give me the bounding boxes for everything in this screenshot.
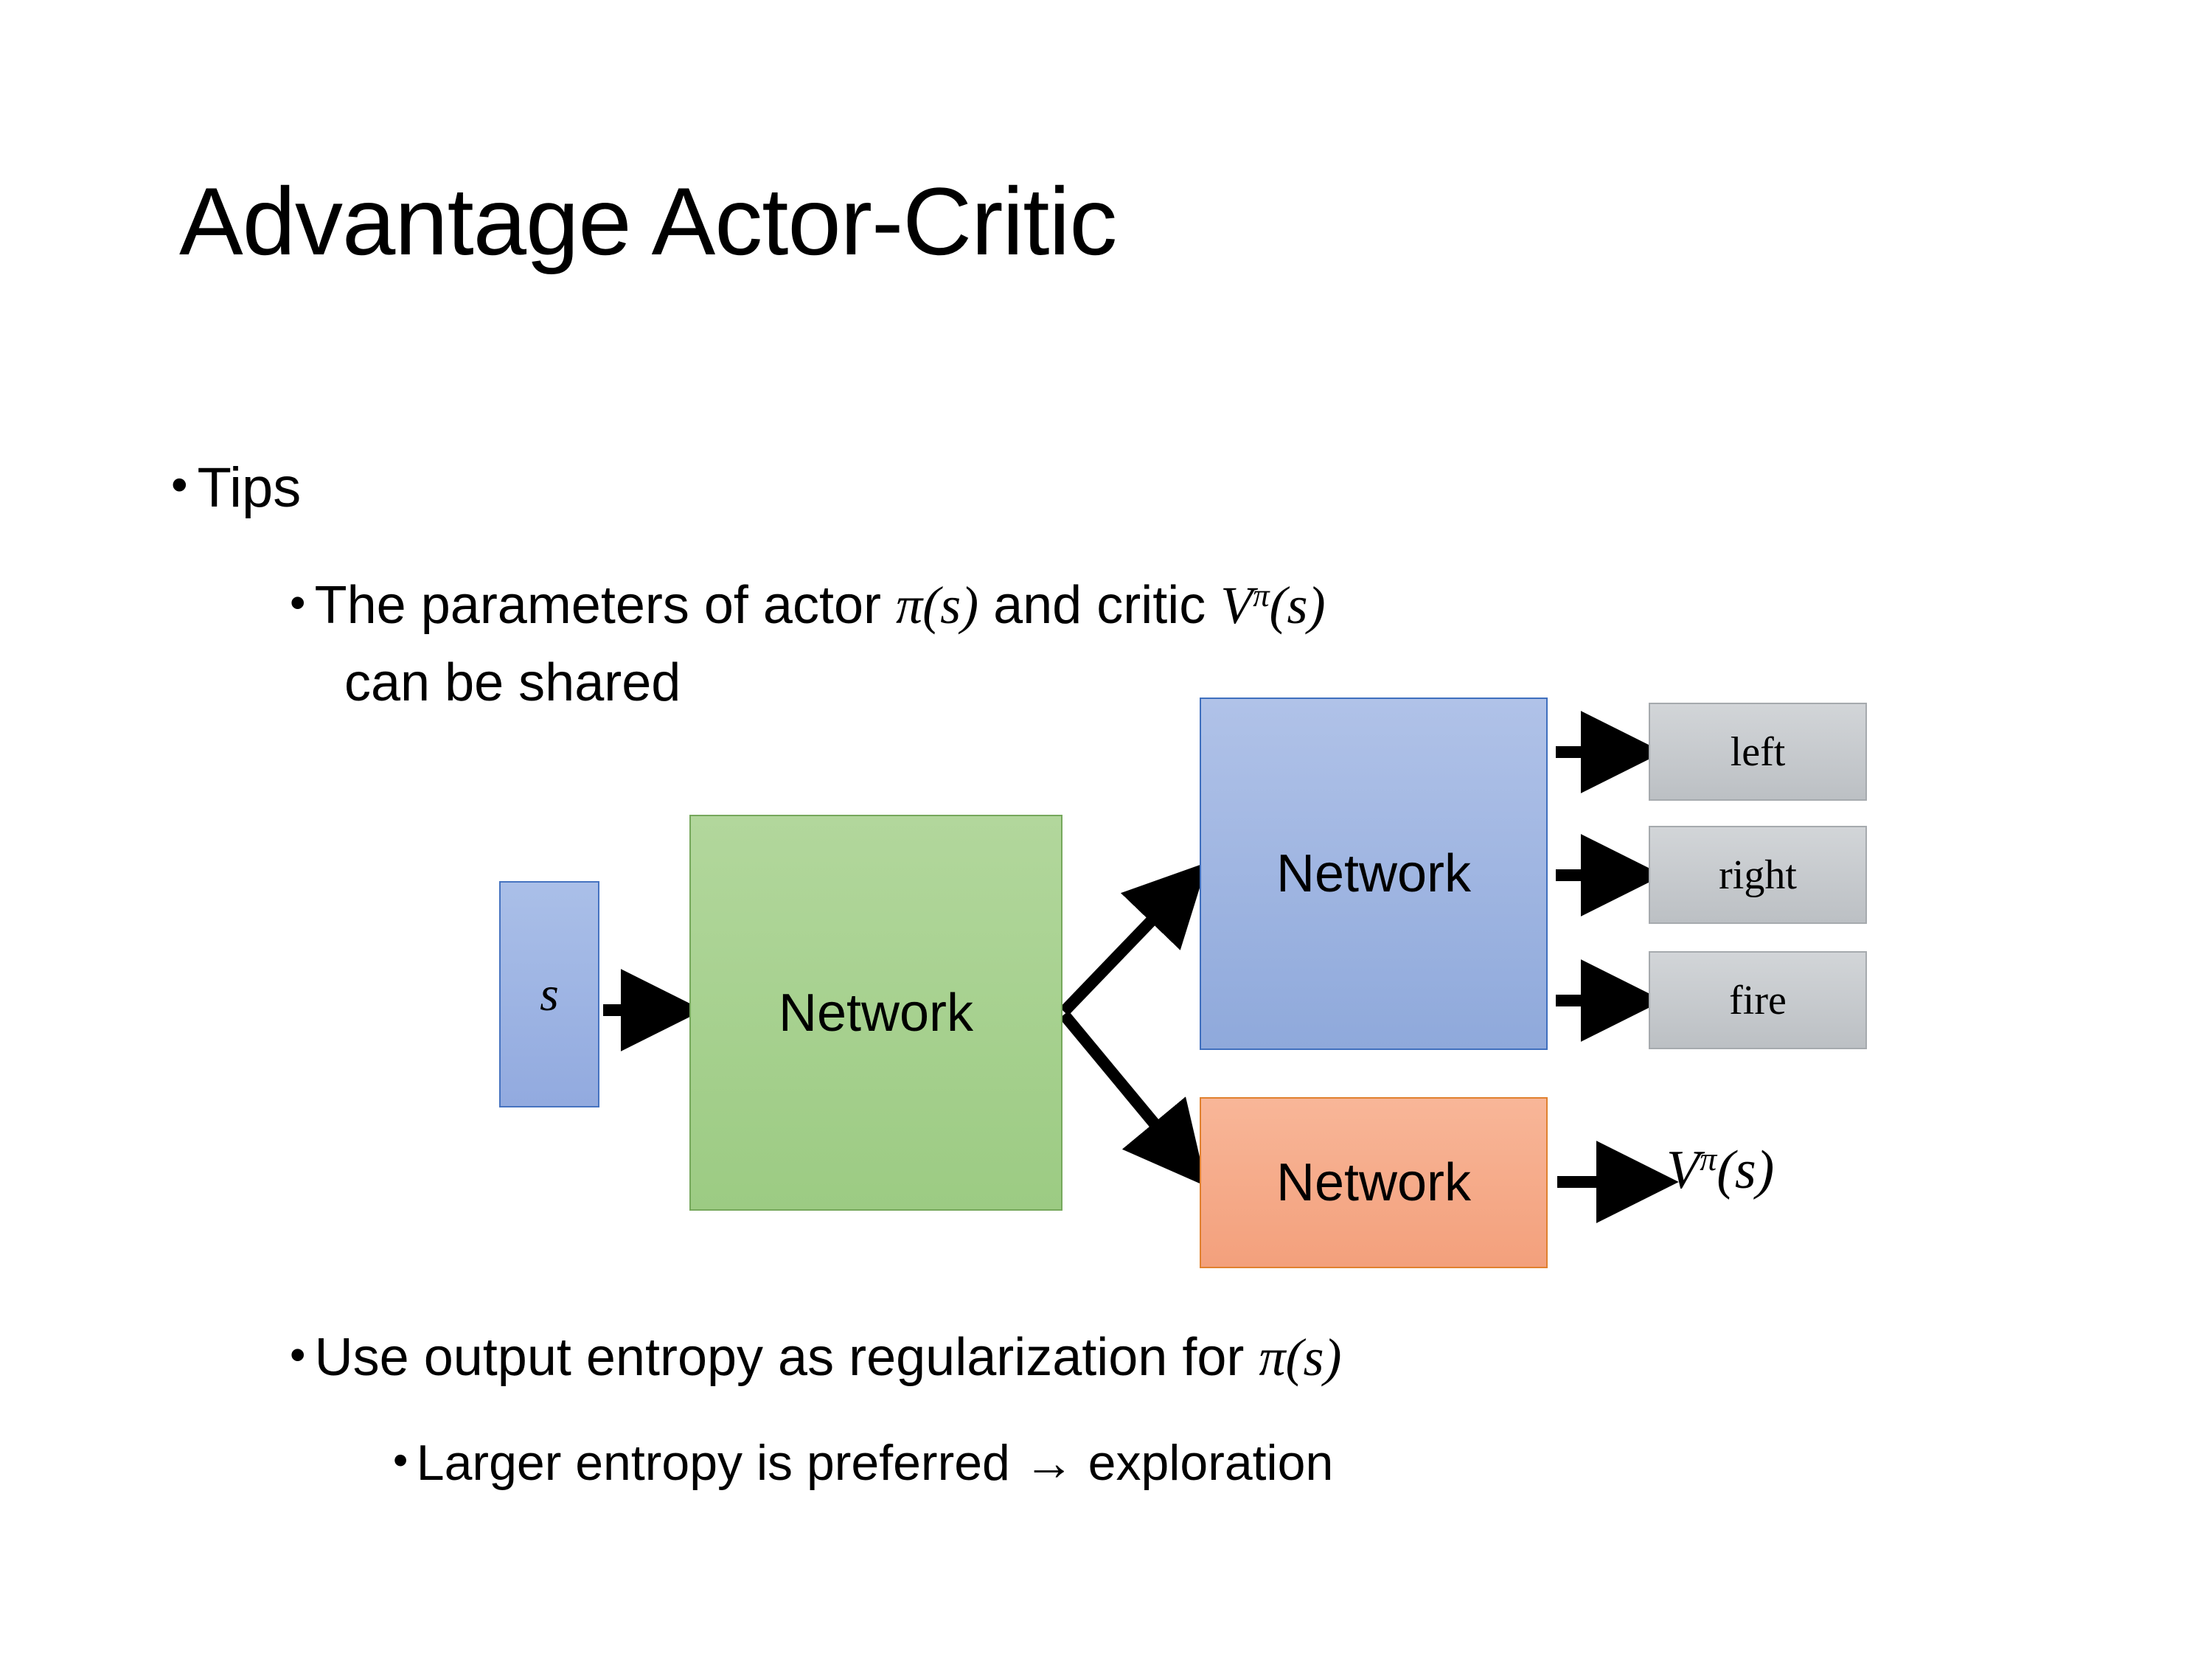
bullet-params-text-pre: The parameters of actor [314,576,896,635]
arrow-shared-to-actor [1060,862,1208,1016]
critic-value-base: V [1666,1140,1700,1200]
input-state-label: s [540,967,559,1021]
bullet-glyph-entropy: • [290,1329,306,1380]
critic-network-label: Network [1276,1153,1472,1212]
math-v-pi-s-critic: Vπ(s) [1220,576,1326,635]
output-action-left-label: left [1730,728,1786,775]
critic-value-superscript: π [1700,1140,1717,1178]
math-pi-s-actor: π(s) [896,576,979,635]
output-action-right-label: right [1719,852,1797,898]
bullet-params-text-mid: and critic [978,576,1221,635]
input-state-box: s [499,881,599,1107]
bullet-params-line2-label: can be shared [344,653,681,712]
critic-network-box: Network [1200,1097,1548,1268]
bullet-tips: •Tips [171,456,301,520]
output-action-fire: fire [1649,951,1867,1049]
output-action-right: right [1649,826,1867,924]
critic-value-arg: (s) [1717,1140,1775,1200]
bullet-entropy-regularization: •Use output entropy as regularization fo… [290,1327,1341,1388]
bullet-shared-parameters-line2: can be shared [344,653,681,713]
math-pi-s-entropy: π(s) [1259,1328,1342,1387]
shared-network-label: Network [778,983,974,1043]
critic-value-output-label: Vπ(s) [1666,1139,1774,1202]
shared-network-box: Network [689,815,1062,1211]
page-title: Advantage Actor-Critic [179,167,1117,275]
bullet-larger-label: Larger entropy is preferred → exploratio… [416,1435,1334,1491]
arrow-shared-to-critic [1059,1010,1207,1187]
bullet-shared-parameters: •The parameters of actor π(s) and critic… [290,575,1326,636]
bullet-glyph-tips: • [171,458,188,512]
actor-network-box: Network [1200,698,1548,1050]
output-action-left: left [1649,703,1867,801]
actor-network-label: Network [1276,844,1472,903]
bullet-entropy-text: Use output entropy as regularization for [314,1328,1259,1387]
bullet-glyph-params: • [290,577,306,627]
bullet-glyph-larger: • [393,1437,408,1485]
bullet-larger-entropy: •Larger entropy is preferred → explorati… [393,1434,1333,1492]
output-action-fire-label: fire [1729,977,1787,1023]
bullet-tips-label: Tips [197,456,302,519]
